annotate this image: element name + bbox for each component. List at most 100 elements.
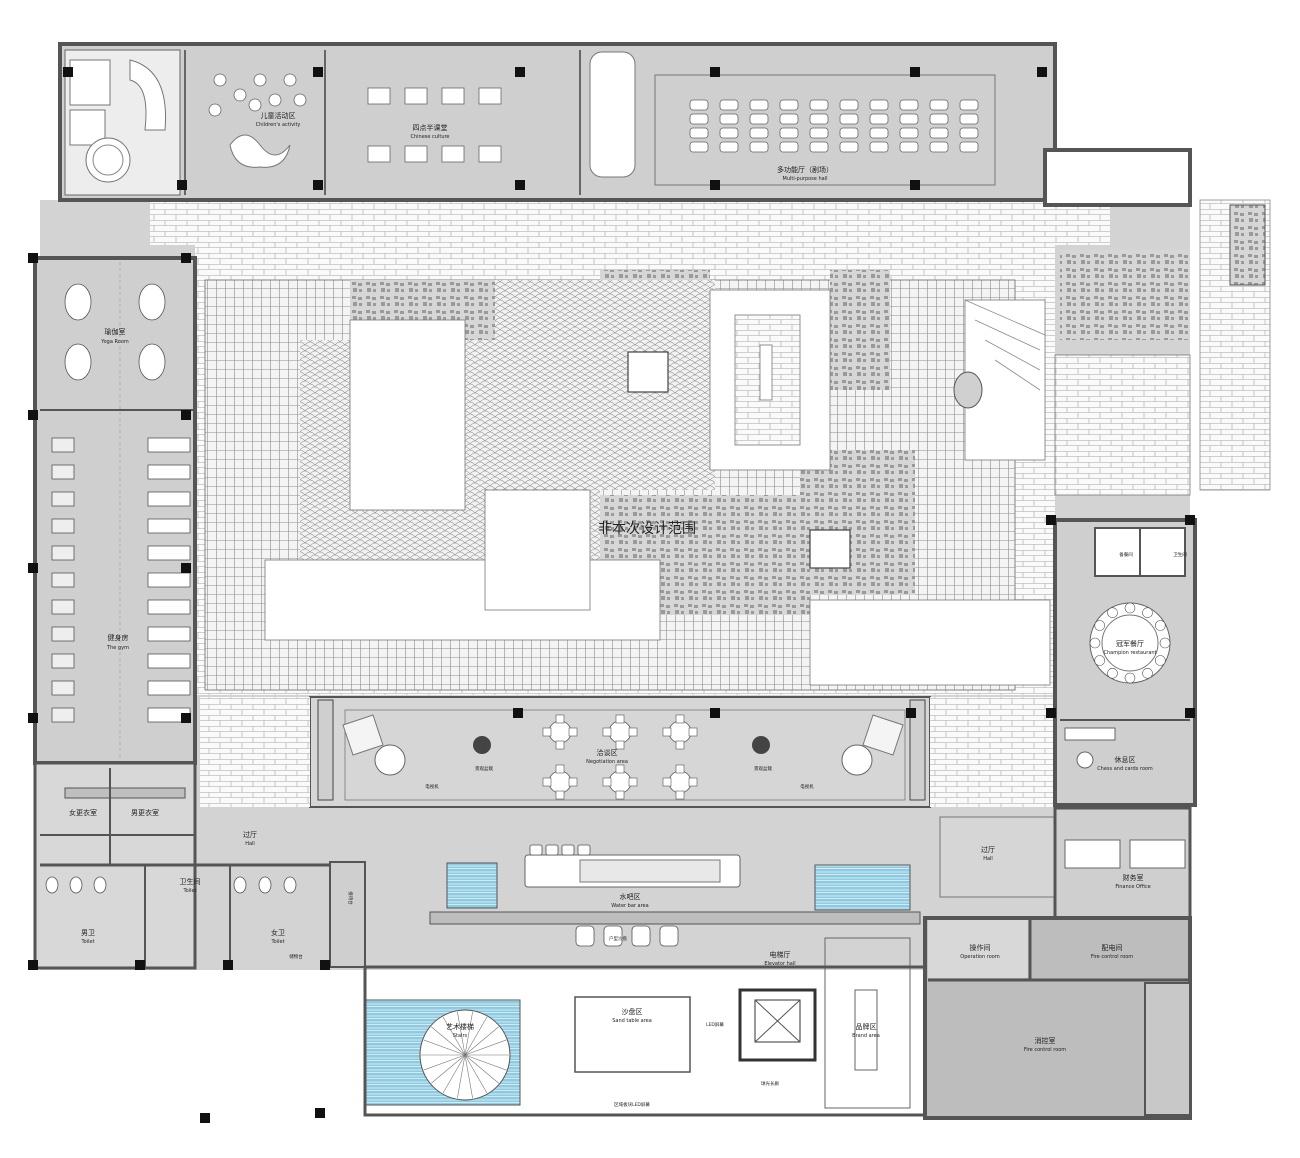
weight-machine xyxy=(51,437,75,453)
room-male-toilet-cn: 男卫 xyxy=(81,929,95,937)
theatre-chair xyxy=(749,141,769,153)
gym-machines xyxy=(51,437,191,723)
theatre-chair xyxy=(839,113,859,125)
column xyxy=(1185,708,1195,718)
treadmill xyxy=(147,491,191,507)
column xyxy=(28,563,38,573)
column xyxy=(710,180,720,190)
toilet xyxy=(233,876,247,894)
theatre-chair xyxy=(869,99,889,111)
chair xyxy=(542,727,552,737)
column xyxy=(28,410,38,420)
label-tv-right: 电视机 xyxy=(800,783,814,790)
dining-chair xyxy=(1155,655,1166,666)
label-tv-left: 电视机 xyxy=(425,783,439,790)
column xyxy=(223,960,233,970)
stair-tread xyxy=(464,1039,507,1056)
stool xyxy=(283,73,297,87)
room-hall-right-en: Hall xyxy=(983,856,993,862)
theatre-chair xyxy=(959,113,979,125)
theatre-chair xyxy=(719,99,739,111)
label-light-gallery: 球光长廊 xyxy=(761,1080,779,1087)
theatre-chair xyxy=(899,99,919,111)
room-sand-table-cn: 沙盘区 xyxy=(622,1007,643,1016)
desk xyxy=(441,145,465,163)
stool xyxy=(268,93,282,107)
dining-chair xyxy=(1094,620,1105,631)
theatre-chair xyxy=(959,127,979,139)
theatre-chair xyxy=(839,99,859,111)
room-fire-en: Fire control room xyxy=(1024,1047,1066,1053)
courtyard: 非本次设计范围 xyxy=(195,199,1271,695)
weight-machine xyxy=(51,464,75,480)
chair xyxy=(555,714,565,724)
theatre-chair xyxy=(809,127,829,139)
room-female-toilet-cn: 女卫 xyxy=(271,928,285,937)
room-gym-cn: 健身房 xyxy=(108,633,129,642)
round-table xyxy=(608,770,632,794)
stair-tread xyxy=(423,1054,466,1071)
dining-chair xyxy=(1107,668,1118,679)
top-corridor xyxy=(150,200,1110,245)
chair xyxy=(615,764,625,774)
room-champion-en: Champion restaurant xyxy=(1103,650,1156,656)
theatre-chair xyxy=(809,141,829,153)
room-operation-en: Operation room xyxy=(960,954,1000,960)
column xyxy=(315,1108,325,1118)
bar-stool xyxy=(577,844,591,856)
column xyxy=(63,67,73,77)
theatre-chair xyxy=(689,141,709,153)
label-bar-seat: 户型沙盘 xyxy=(609,935,627,942)
treadmill xyxy=(147,545,191,561)
room-finance-cn: 财务室 xyxy=(1123,873,1144,882)
chair xyxy=(615,790,625,800)
stair-tread xyxy=(464,1054,488,1094)
theatre-chair xyxy=(809,99,829,111)
room-stairs-cn: 艺术楼梯 xyxy=(446,1022,474,1031)
column xyxy=(181,410,191,420)
stair-tread xyxy=(464,1026,499,1056)
stair-tread xyxy=(423,1039,466,1056)
weight-machine xyxy=(51,491,75,507)
column xyxy=(515,67,525,77)
theatre-chair xyxy=(779,141,799,153)
negotiation-tables xyxy=(542,714,698,800)
yoga-mat xyxy=(64,343,92,381)
chair xyxy=(662,727,672,737)
theatre-chair xyxy=(959,141,979,153)
room-operation-cn: 操作间 xyxy=(970,943,991,952)
chair xyxy=(675,714,685,724)
yoga-mats xyxy=(64,283,166,381)
room-brand-cn: 品牌区 xyxy=(856,1022,877,1031)
room-negotiation-en: Negotiation area xyxy=(586,759,628,765)
theatre-chair xyxy=(749,127,769,139)
stair-tread xyxy=(464,1054,499,1084)
right-wing xyxy=(923,518,1197,1120)
room-multi-en: Multi-purpose hall xyxy=(783,176,828,182)
play-stools xyxy=(208,73,307,117)
stair-tread xyxy=(457,1011,466,1056)
toilet-fixtures xyxy=(45,876,297,894)
column xyxy=(28,960,38,970)
column xyxy=(181,253,191,263)
label-reception: 接待台 xyxy=(347,891,354,905)
chair xyxy=(688,727,698,737)
dining-chair xyxy=(1124,602,1136,614)
dining-chair xyxy=(1159,637,1171,649)
column xyxy=(1046,708,1056,718)
theatre-chair xyxy=(929,127,949,139)
room-children-en: Children's activity xyxy=(256,122,301,128)
room-elevator-cn: 电梯厅 xyxy=(770,950,791,959)
room-children-cn: 儿童活动区 xyxy=(261,111,296,120)
toilet xyxy=(69,876,83,894)
theatre-chair xyxy=(929,141,949,153)
theatre-chair xyxy=(749,99,769,111)
theatre-chair xyxy=(689,127,709,139)
desk xyxy=(441,87,465,105)
room-gym-en: The gym xyxy=(106,645,129,651)
room-negotiation-cn: 洽谈区 xyxy=(597,748,618,757)
treadmill xyxy=(147,518,191,534)
desk xyxy=(478,145,502,163)
room-chinese-en: Chinese culture xyxy=(410,134,449,140)
